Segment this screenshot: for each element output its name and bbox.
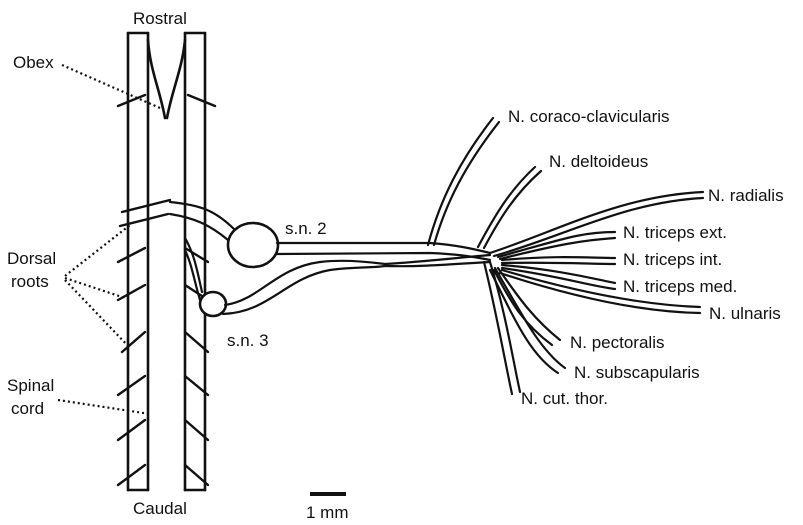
leader-dorsal-roots-2 <box>65 278 125 298</box>
label-dorsal: Dorsal <box>7 249 56 268</box>
label-deltoideus: N. deltoideus <box>549 152 648 171</box>
label-cord: cord <box>11 399 44 418</box>
label-sn2: s.n. 2 <box>285 219 327 238</box>
label-ulnaris: N. ulnaris <box>709 304 781 323</box>
label-triceps-ext: N. triceps ext. <box>623 223 727 242</box>
label-cut-thor: N. cut. thor. <box>521 389 608 408</box>
leader-dorsal-roots-3 <box>65 280 130 348</box>
leader-lines <box>58 65 160 414</box>
scale-bar-label: 1 mm <box>306 503 349 522</box>
scale-bar <box>310 492 346 496</box>
label-coraco-clavicularis: N. coraco-clavicularis <box>508 107 670 126</box>
leader-spinal-cord <box>58 400 150 414</box>
label-radialis: N. radialis <box>708 186 784 205</box>
label-rostral: Rostral <box>133 9 187 28</box>
leader-obex <box>62 65 160 108</box>
spinal-nerve-roots <box>170 202 235 300</box>
label-roots: roots <box>11 272 49 291</box>
spinal-cord <box>128 33 205 490</box>
label-caudal: Caudal <box>133 499 187 518</box>
label-pectoralis: N. pectoralis <box>570 333 664 352</box>
label-subscapularis: N. subscapularis <box>574 363 700 382</box>
leader-dorsal-roots-1 <box>65 225 130 276</box>
label-obex: Obex <box>13 53 54 72</box>
ganglion-sn2 <box>228 223 278 267</box>
label-spinal: Spinal <box>7 376 54 395</box>
label-sn3: s.n. 3 <box>227 331 269 350</box>
label-triceps-med: N. triceps med. <box>623 277 737 296</box>
label-triceps-int: N. triceps int. <box>623 250 722 269</box>
ganglion-sn3 <box>200 292 226 316</box>
